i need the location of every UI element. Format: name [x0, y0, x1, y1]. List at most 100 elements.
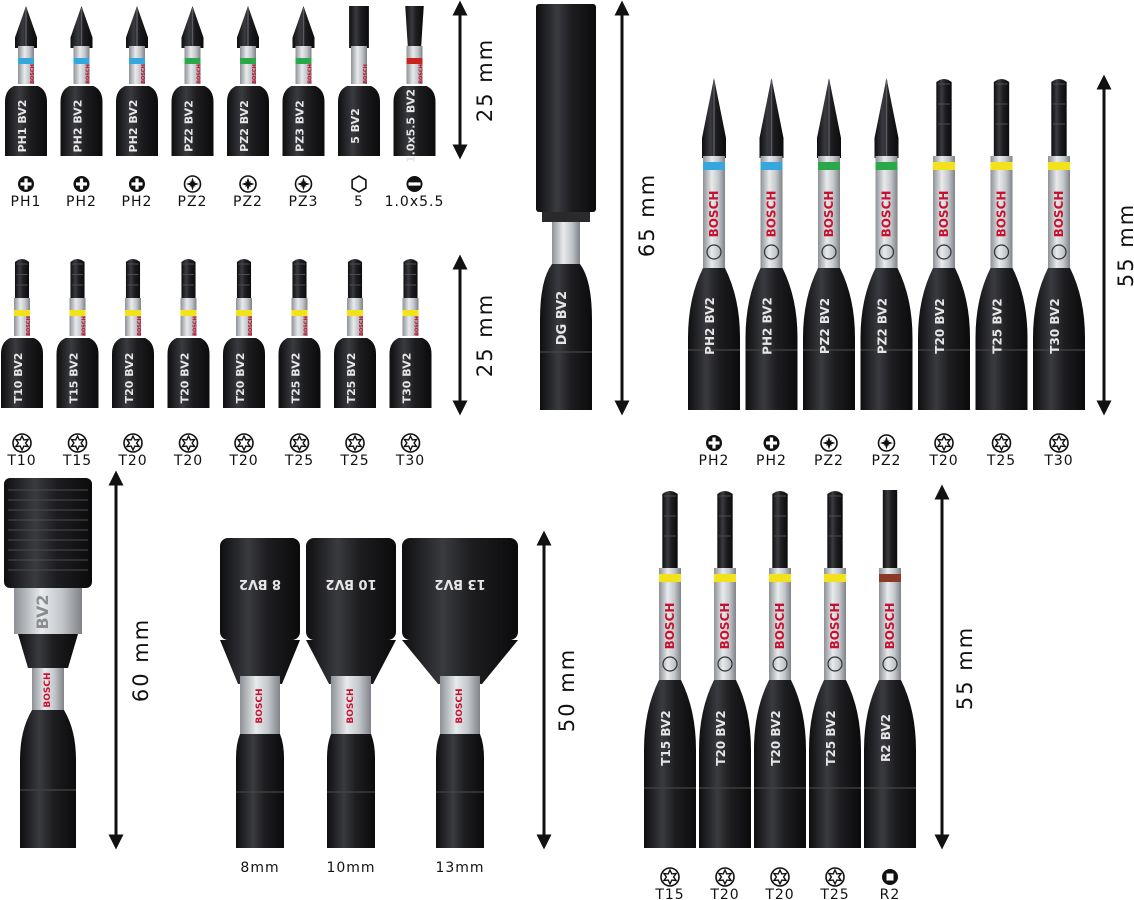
bit-size-label: PZ2 [872, 453, 902, 469]
bit-body [1, 338, 43, 408]
nut-setter-neck [440, 676, 480, 734]
bit-marking: T20 BV2 [234, 353, 247, 404]
brand-text: BOSCH [773, 603, 787, 650]
bit-neck [129, 46, 145, 84]
pozidriv-icon [877, 434, 896, 452]
brand-text: BOSCH [765, 191, 779, 238]
quick-release-body [14, 588, 82, 634]
nut-setter-marking: 8 BV2 [239, 576, 281, 591]
color-band [236, 310, 252, 316]
bit-body [699, 680, 751, 848]
bit-marking: T10 BV2 [12, 353, 25, 404]
dimension-label-short2: 25 mm [473, 293, 497, 377]
pozidriv-icon [239, 175, 257, 193]
bit-body [223, 338, 265, 408]
quick-release-marking: BV2 [33, 594, 52, 629]
brand-text: BOSCH [883, 603, 897, 650]
dimension-label-long1: 55 mm [1114, 203, 1134, 287]
bit-size-label: PH2 [66, 194, 97, 210]
brand-text: BOSCH [363, 64, 369, 84]
brand-logo [662, 656, 678, 672]
color-band [714, 574, 736, 582]
torx-icon [991, 433, 1012, 453]
bit-size-label: T25 [339, 453, 369, 469]
bit-neck [990, 156, 1013, 268]
torx-icon [770, 867, 790, 887]
bit-body [389, 338, 432, 408]
bit-size-label: T30 [1043, 453, 1073, 469]
dimension-label-quick: 60 mm [129, 618, 153, 702]
bit-marking: PH2 BV2 [703, 297, 717, 355]
brand-logo [993, 244, 1010, 260]
nut-setter-size-label: 13mm [435, 860, 484, 876]
bit-body [334, 338, 376, 408]
bit-size-label: PH2 [756, 453, 787, 469]
brand-text: BOSCH [419, 64, 425, 84]
bit-marking: T25 BV2 [345, 353, 358, 404]
bit-body [809, 680, 861, 848]
bit-marking: T15 BV2 [68, 353, 81, 404]
bit-size-label: PH1 [11, 194, 42, 210]
bit-size-label: 1.0x5.5 [385, 194, 445, 210]
color-band [879, 574, 901, 582]
brand-text: BOSCH [1052, 191, 1066, 238]
bit-body [975, 268, 1028, 410]
bit-marking: T20 BV2 [933, 298, 947, 353]
bit-neck [406, 46, 423, 84]
color-band [180, 310, 197, 316]
brand-logo [706, 244, 722, 260]
bit-marking: 5 BV2 [349, 108, 362, 144]
color-band [129, 58, 145, 64]
brand-text: BOSCH [197, 64, 203, 84]
holder-neck [552, 222, 580, 264]
brand-text: BOSCH [455, 688, 465, 723]
color-band [990, 162, 1013, 170]
torx-icon [934, 433, 954, 453]
bit-size-label: T25 [819, 887, 849, 900]
quick-release-shank [20, 710, 76, 848]
bit-body [56, 338, 99, 408]
bit-body [745, 268, 798, 410]
torx-icon [660, 867, 680, 887]
brand-text: BOSCH [995, 191, 1009, 238]
bit-neck [879, 568, 901, 680]
bit-neck [818, 156, 840, 268]
nut-setter-shank [436, 734, 484, 848]
phillips-icon [706, 435, 722, 451]
color-band [295, 58, 312, 64]
bit-neck [769, 568, 791, 680]
bit-neck [180, 298, 197, 336]
brand-logo [1051, 244, 1067, 260]
color-band [406, 58, 423, 64]
bit-body [167, 338, 210, 408]
color-band [703, 162, 725, 170]
color-band [240, 58, 256, 64]
magnetic-bit-holder: DG BV2 [536, 4, 596, 410]
nut-setter-shank [236, 734, 284, 848]
torx-icon [67, 433, 88, 453]
bit-neck [659, 568, 681, 680]
brand-text: BOSCH [82, 316, 88, 336]
bit-neck [703, 156, 725, 268]
brand-logo [827, 656, 843, 672]
bit-body [1033, 268, 1085, 410]
holder-marking: DG BV2 [555, 291, 570, 345]
torx-icon [123, 433, 143, 453]
bit-neck [295, 46, 312, 84]
brand-logo [772, 656, 788, 672]
phillips-icon [18, 176, 34, 192]
bit-neck [240, 46, 256, 84]
bit-size-label: T30 [395, 453, 425, 469]
